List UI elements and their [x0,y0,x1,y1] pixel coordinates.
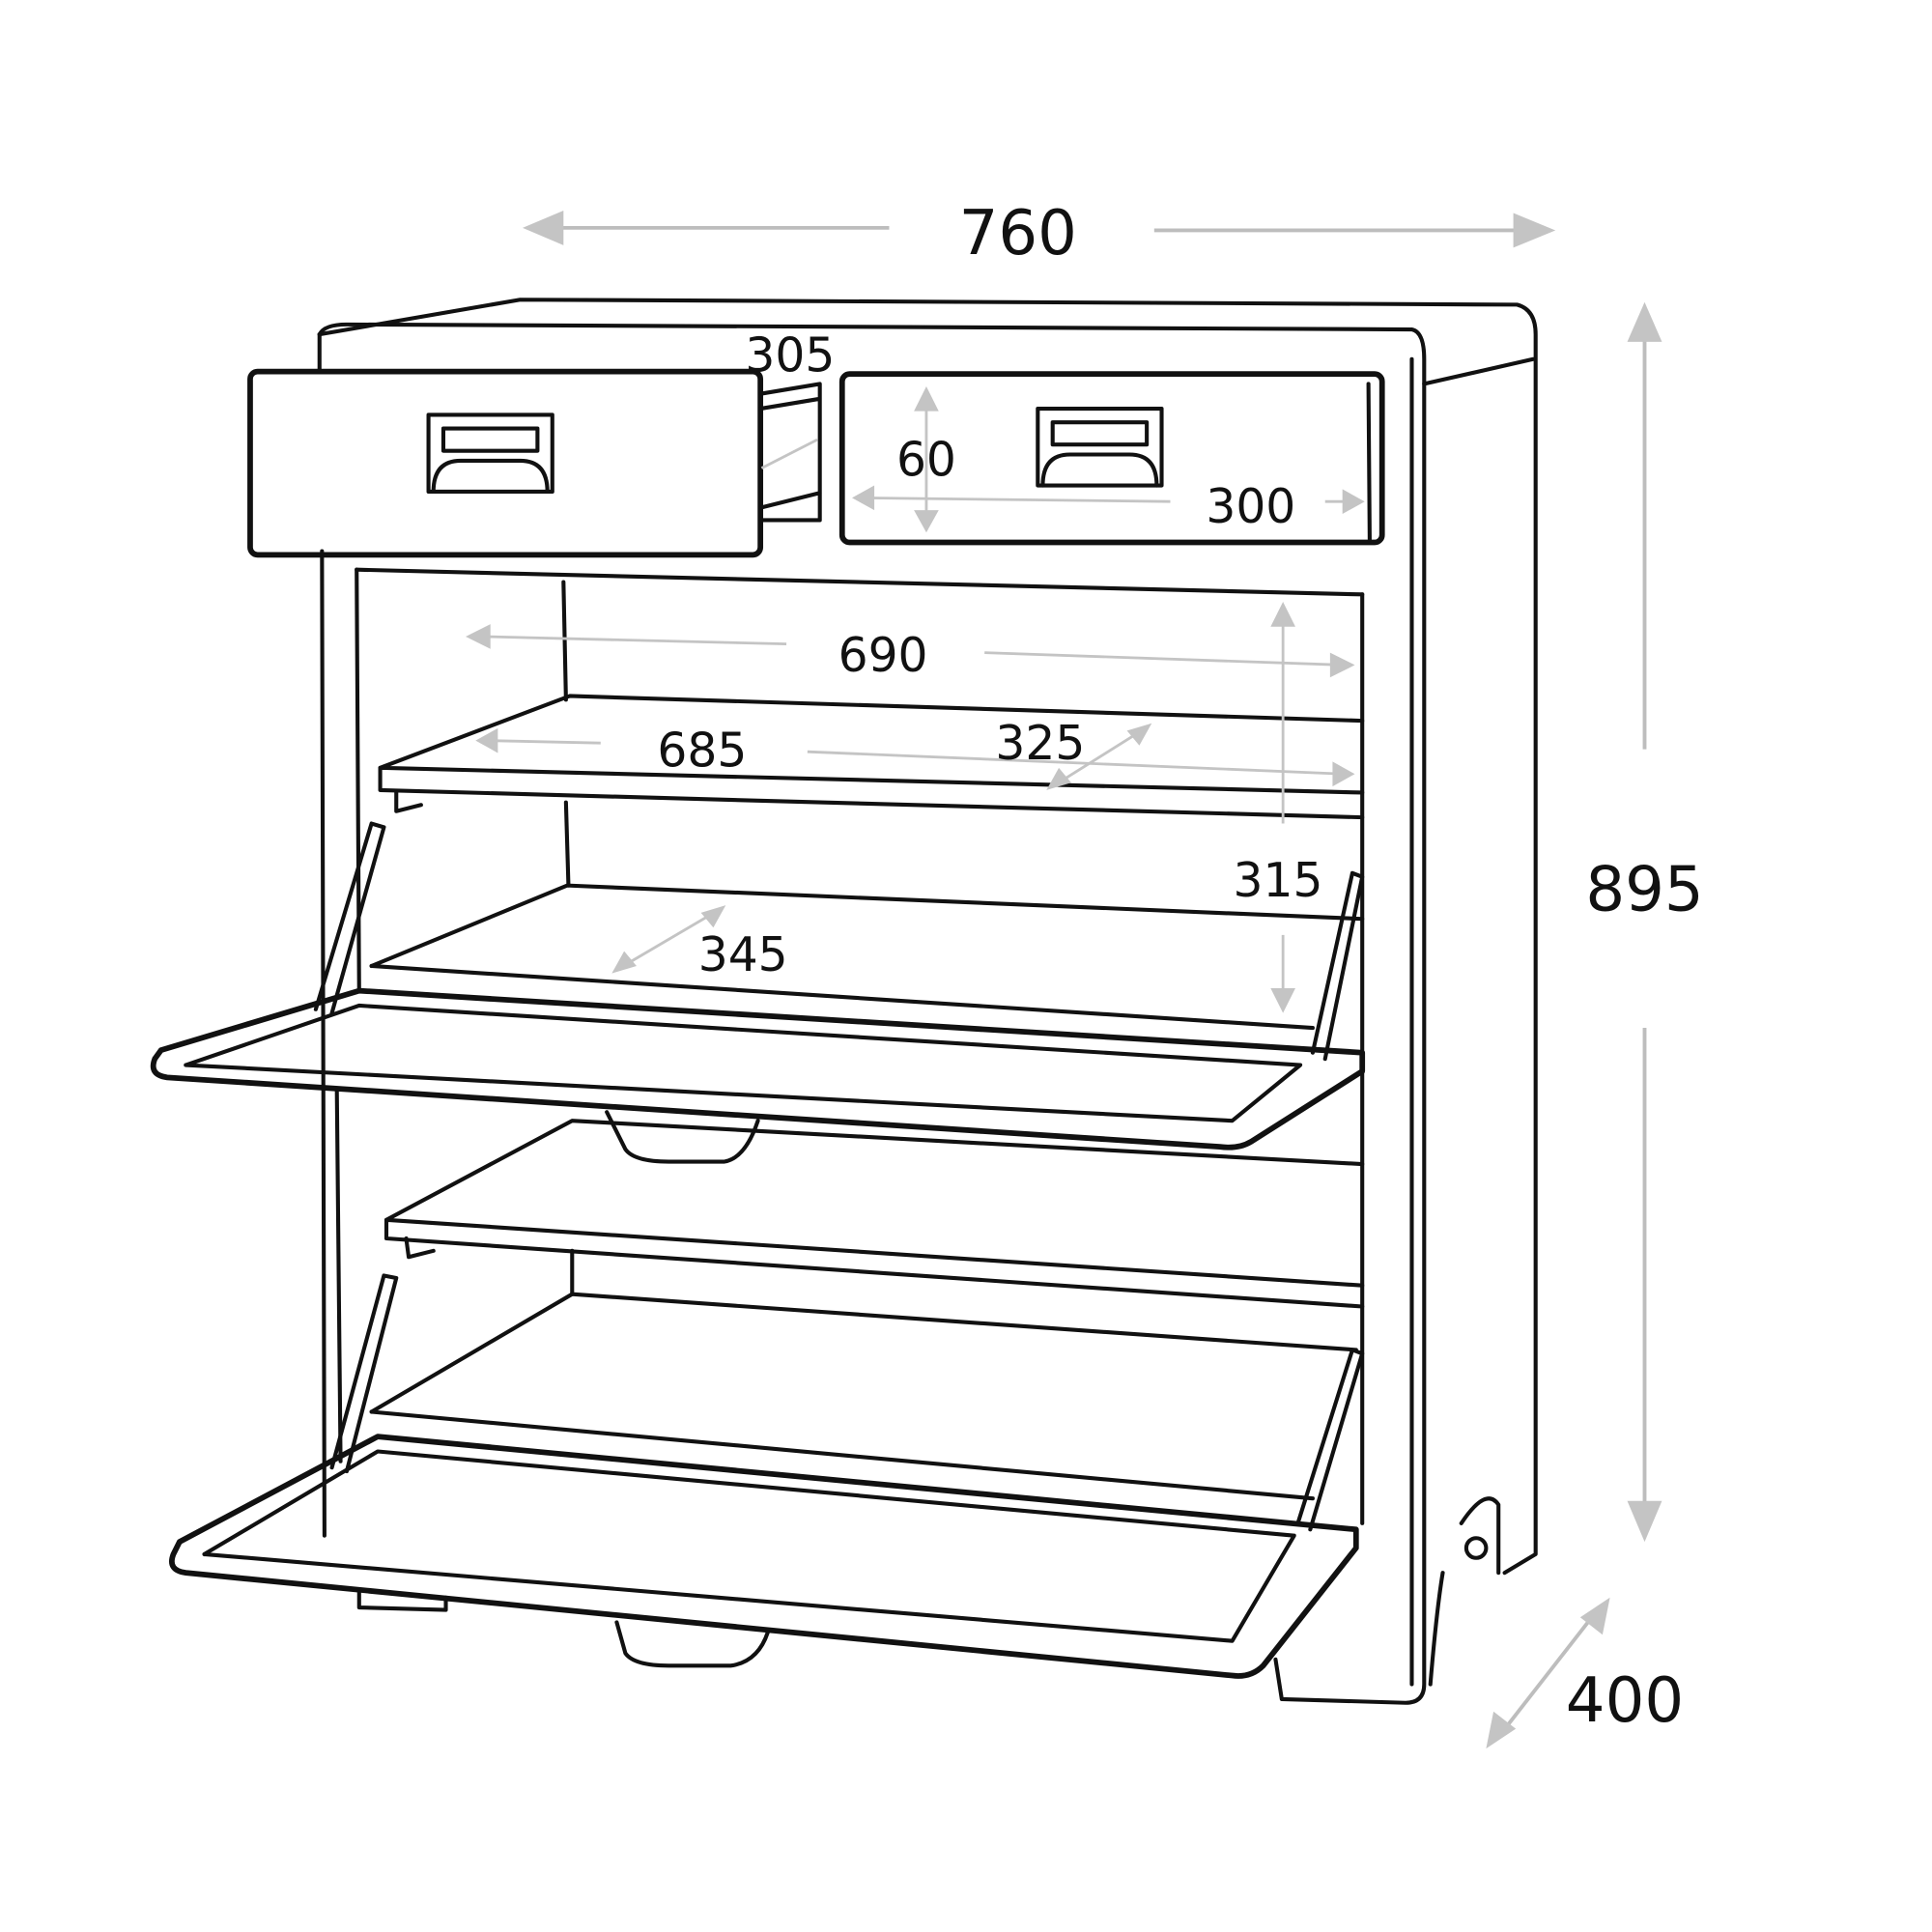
drawer-handle-icon [1036,407,1164,488]
drawer-handle-icon [426,412,554,495]
flap-door-lower[interactable] [169,1273,1365,1679]
drawer-width-label: 305 [745,329,835,384]
shelf-upper [378,694,1365,820]
cabinet-body [317,298,1538,1705]
drawer-right[interactable] [838,371,1385,546]
height-label: 895 [1585,854,1703,925]
shelf-depth-label: 325 [995,717,1085,771]
width-label: 760 [959,198,1077,270]
flap-handle-icon [614,1620,770,1668]
inner-width-label: 690 [838,629,928,683]
drawer-height-label: 60 [896,433,956,487]
dimension-lines [466,210,1662,1749]
shelf-lower [369,1119,1365,1501]
shelf-width-label: 685 [657,724,747,779]
drawer-depth-label: 300 [1206,480,1295,534]
flap-depth-label: 345 [698,928,788,982]
caster-wheel-icon [1463,1536,1489,1560]
depth-label: 400 [1566,1665,1684,1737]
compartment-height-label: 315 [1234,854,1323,908]
flap-door-upper[interactable] [150,821,1366,1164]
shelf-middle [369,883,1365,1031]
flap-handle-icon [605,1110,760,1164]
drawer-left[interactable] [247,368,822,558]
